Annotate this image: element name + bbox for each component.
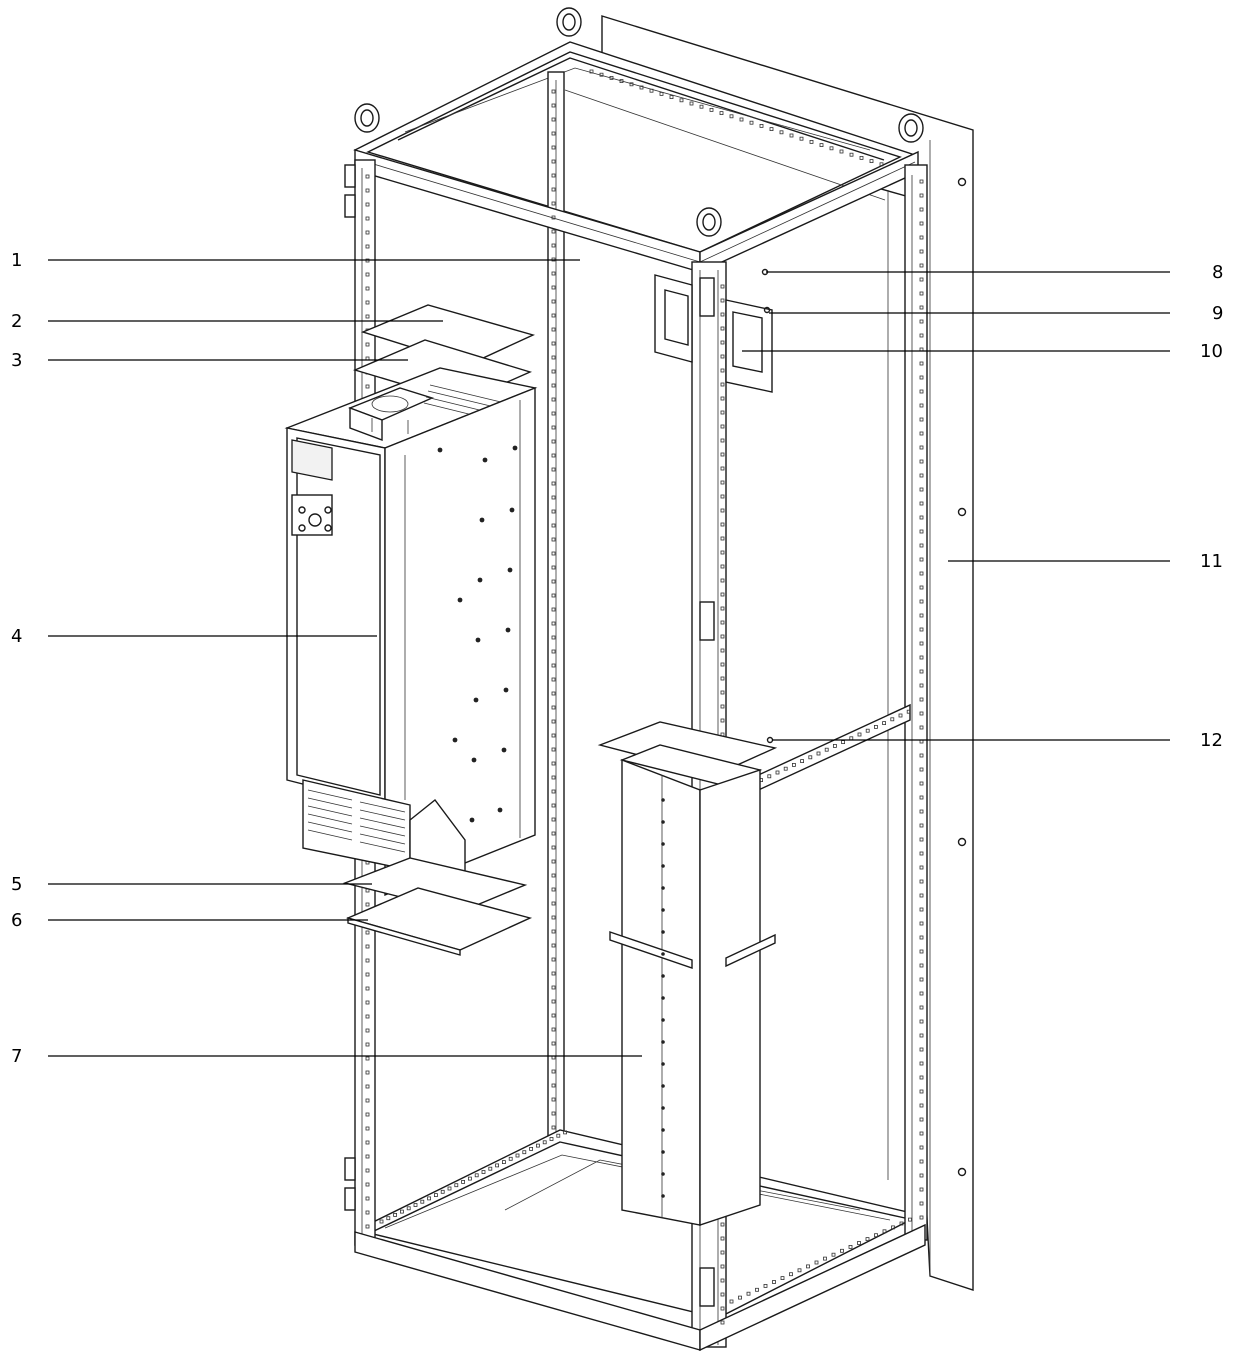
callout-11: 11 <box>1200 551 1223 572</box>
callout-6: 6 <box>11 910 22 931</box>
cabinet-frame-rear <box>353 41 923 1319</box>
callout-10: 10 <box>1200 341 1223 362</box>
callout-9: 9 <box>1212 303 1223 324</box>
duct-rivets <box>661 798 665 1198</box>
callout-4: 4 <box>11 626 22 647</box>
callout-12: 12 <box>1200 730 1223 751</box>
side-screws <box>437 445 518 823</box>
lifting-eye-bolts <box>354 7 924 237</box>
gland-plate-assembly <box>654 268 774 744</box>
callout-1: 1 <box>11 250 22 271</box>
callout-8: 8 <box>1212 262 1223 283</box>
callout-5: 5 <box>11 874 22 895</box>
vent-slots <box>307 789 406 853</box>
callout-labels: 1 2 3 4 5 6 7 8 9 10 11 12 <box>11 250 1223 1067</box>
leader-lines <box>48 259 1170 1057</box>
air-duct <box>597 721 778 1226</box>
callout-3: 3 <box>11 350 22 371</box>
drive-unit <box>284 367 538 897</box>
callout-2: 2 <box>11 311 22 332</box>
callout-7: 7 <box>11 1046 22 1067</box>
bottom-plates <box>342 857 533 956</box>
